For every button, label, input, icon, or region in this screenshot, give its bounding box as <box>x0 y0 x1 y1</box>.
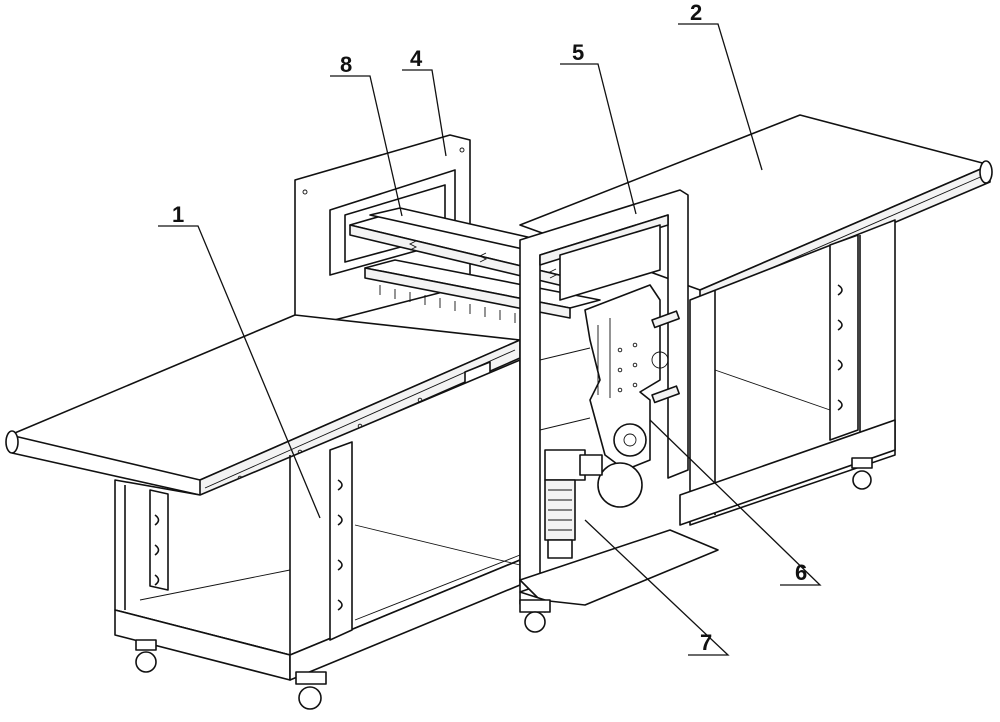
label-4: 4 <box>410 46 423 71</box>
motor <box>544 449 603 559</box>
label-6: 6 <box>795 560 807 585</box>
label-5: 5 <box>572 40 584 65</box>
label-7: 7 <box>700 630 712 655</box>
reference-numerals: 1 2 4 5 6 7 8 <box>172 0 807 655</box>
gantry-frame <box>519 189 719 633</box>
drive-plate <box>584 284 680 508</box>
label-8: 8 <box>340 52 352 77</box>
leader-lines <box>158 23 822 656</box>
left-conveyor <box>5 314 521 710</box>
label-2: 2 <box>690 0 702 25</box>
label-1: 1 <box>172 202 184 227</box>
